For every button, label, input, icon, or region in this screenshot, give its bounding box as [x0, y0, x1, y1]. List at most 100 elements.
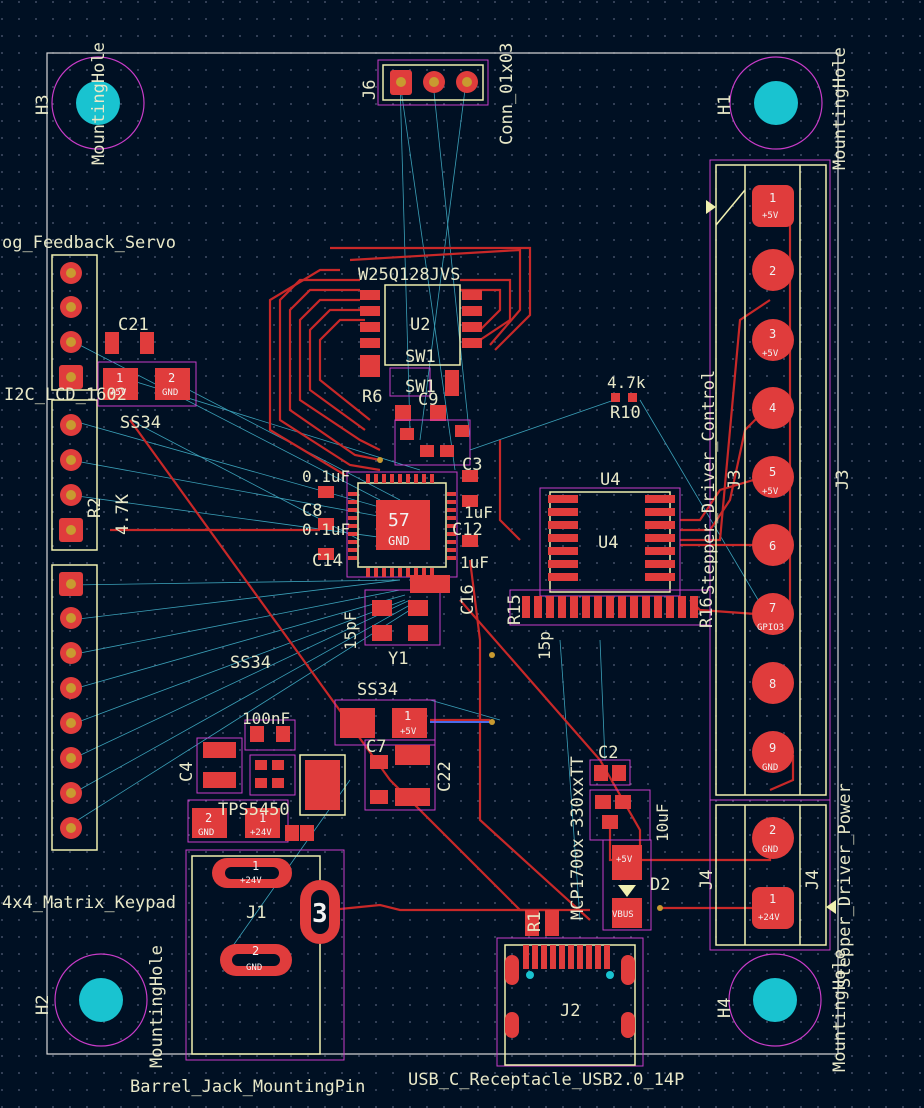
ref-h2: H2 [33, 995, 53, 1015]
ldo-regulator-area[interactable] [589, 759, 652, 931]
connector-j6[interactable] [377, 59, 489, 106]
barrel-label: Barrel_Jack_MountingPin [130, 1077, 365, 1097]
ref-u4b: U4 [598, 533, 618, 553]
conn-label: Conn_01x03 [497, 43, 517, 145]
diode-ss34-top[interactable] [97, 332, 197, 407]
connector-j3[interactable] [706, 159, 831, 801]
flash-chip-u2[interactable] [360, 284, 482, 421]
ref-j4b: J4 [803, 870, 823, 890]
usb-c-j2[interactable] [496, 910, 644, 1067]
svg-text:1: 1 [769, 892, 776, 906]
val-100nf: 100nF [242, 709, 290, 728]
val-15pf-a: 15pF [341, 611, 360, 650]
ref-c7: C7 [366, 737, 386, 757]
ss34-a-label: SS34 [120, 413, 161, 433]
ref-c16: C16 [458, 584, 478, 615]
svg-text:1: 1 [259, 811, 266, 825]
resistor-r10[interactable] [611, 393, 637, 402]
ref-r6: R6 [362, 387, 382, 407]
ref-c12: C12 [452, 520, 483, 540]
svg-text:+24V: +24V [250, 828, 272, 838]
svg-text:4: 4 [769, 401, 776, 415]
svg-text:VBUS: VBUS [612, 910, 634, 920]
ref-r2: R2 [85, 498, 105, 518]
svg-text:2: 2 [769, 823, 776, 837]
ref-c9: C9 [418, 390, 438, 410]
driver-chip-u4[interactable] [509, 487, 711, 626]
svg-text:GPIO3: GPIO3 [757, 623, 784, 633]
svg-text:+5V: +5V [400, 727, 417, 737]
val-01uf-b: 0.1uF [302, 520, 350, 539]
i2c-label: I2C_LCD_1602 [4, 385, 127, 405]
ref-u2: U2 [410, 315, 430, 335]
servo-label: og_Feedback_Servo [2, 233, 176, 253]
ref-c4: C4 [177, 762, 197, 782]
svg-text:GND: GND [198, 828, 214, 838]
ref-r10: R10 [610, 403, 641, 423]
val-1uf-a: 1uF [464, 503, 493, 522]
stepper-ctrl-label: Stepper_Driver_Control [699, 370, 719, 595]
usb-label: USB_C_Receptacle_USB2.0_14P [408, 1070, 684, 1090]
svg-text:2: 2 [168, 371, 175, 385]
ss34-c-label: SS34 [357, 680, 398, 700]
svg-text:+24V: +24V [240, 876, 262, 886]
ss34-b-label: SS34 [230, 653, 271, 673]
mounting-holes [51, 56, 823, 1047]
ref-c3: C3 [462, 455, 482, 475]
svg-text:+24V: +24V [758, 913, 780, 923]
ref-u4a: U4 [600, 470, 620, 490]
svg-text:3: 3 [769, 327, 776, 341]
flash-label: W25Q128JVS [358, 265, 460, 285]
ref-j3a: J3 [725, 470, 745, 490]
mh-tr-label: MountingHole [830, 47, 850, 170]
ref-h1: H1 [715, 95, 735, 115]
buck-regulator-area[interactable] [187, 699, 436, 843]
connector-j4[interactable] [709, 799, 836, 951]
connector-keypad[interactable] [51, 564, 98, 851]
ref-c8: C8 [302, 501, 322, 521]
svg-text:1: 1 [116, 371, 123, 385]
svg-text:+5V: +5V [762, 349, 779, 359]
val-10uf: 10uF [653, 803, 672, 842]
ref-j2: J2 [560, 1001, 580, 1021]
ref-c22: C22 [435, 761, 455, 792]
svg-text:+5V: +5V [110, 388, 127, 398]
val-15pf-b: 15p [535, 631, 554, 660]
ref-h4: H4 [715, 998, 735, 1018]
svg-text:GND: GND [762, 763, 778, 773]
stepper-pwr-label: Stepper_Driver_Power [835, 783, 855, 988]
svg-text:1: 1 [769, 191, 776, 205]
svg-text:1: 1 [252, 859, 259, 873]
ref-d2: D2 [650, 875, 670, 895]
mcu-pad-number: 57 [388, 510, 410, 531]
mcu-chip[interactable] [318, 419, 478, 646]
ref-j1: J1 [246, 903, 266, 923]
pad-labels: 1 +5V 2 3 +5V 4 5 +5V 6 7 GPIO3 8 9 GND … [110, 191, 784, 973]
svg-text:GND: GND [762, 845, 778, 855]
ref-c21: C21 [118, 315, 149, 335]
silkscreen-labels: H3 MountingHole H1 MountingHole H2 Mount… [2, 42, 855, 1097]
connector-i2c-lcd[interactable] [51, 399, 98, 551]
ref-h3: H3 [33, 95, 53, 115]
ref-sw1a: SW1 [405, 347, 436, 367]
svg-text:GND: GND [162, 388, 178, 398]
ref-y1: Y1 [388, 649, 408, 669]
connector-servo-header[interactable] [51, 254, 98, 391]
svg-text:9: 9 [769, 741, 776, 755]
barrel-jack-j1[interactable] [185, 849, 345, 1061]
svg-text:3: 3 [312, 899, 328, 929]
val-01uf-a: 0.1uF [302, 467, 350, 486]
svg-text:+5V: +5V [616, 855, 633, 865]
svg-text:+5V: +5V [762, 211, 779, 221]
svg-text:2: 2 [252, 944, 259, 958]
ref-c2: C2 [598, 743, 618, 763]
r10-value: 4.7k [607, 373, 646, 392]
mh-br-label: MountingHole [830, 949, 850, 1072]
tps-label: TPS5450 [218, 800, 290, 820]
svg-text:6: 6 [769, 539, 776, 553]
ref-sw1b: SW1 [405, 377, 436, 397]
ref-j6: J6 [360, 80, 380, 100]
mh-tl-label: MountingHole [89, 42, 109, 165]
svg-text:8: 8 [769, 677, 776, 691]
